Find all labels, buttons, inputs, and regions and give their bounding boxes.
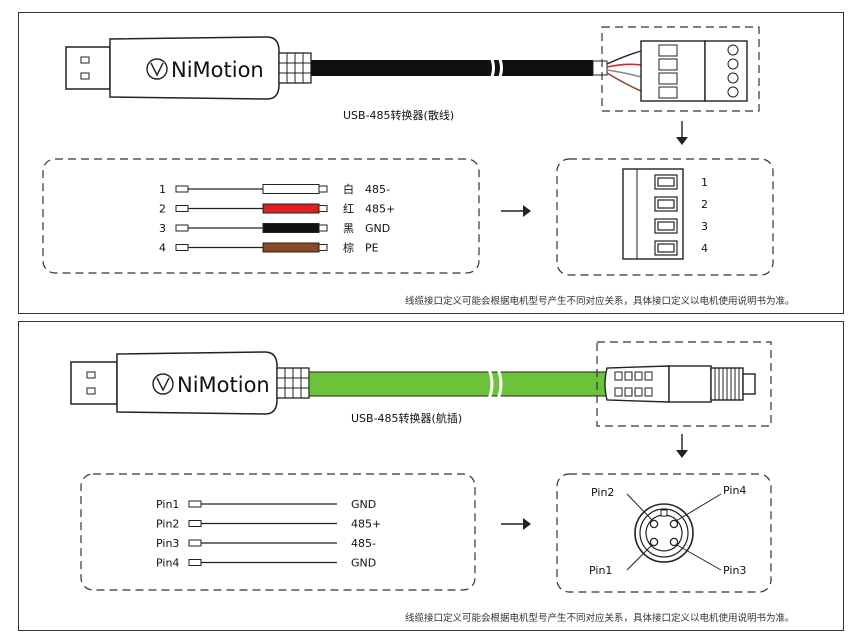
wire-number: 4 bbox=[159, 242, 166, 255]
wire-number: 3 bbox=[159, 222, 166, 235]
pin-signal: 485- bbox=[351, 537, 376, 550]
wire-tip-icon bbox=[318, 205, 328, 212]
wire-signal: 485- bbox=[365, 183, 390, 196]
right-arrow-icon bbox=[501, 205, 531, 217]
pin-name: Pin4 bbox=[156, 557, 179, 570]
pin-list-box bbox=[80, 473, 476, 591]
wire-sleeve bbox=[262, 223, 320, 233]
pin-signal: GND bbox=[351, 498, 376, 511]
terminal-block bbox=[640, 40, 748, 102]
pin1-label: Pin1 bbox=[589, 564, 612, 577]
nimotion-logo-icon bbox=[146, 58, 168, 80]
wire-tip-icon bbox=[318, 224, 328, 232]
terminal-number: 4 bbox=[701, 242, 708, 255]
pin-icon bbox=[188, 520, 202, 527]
pin-signal: GND bbox=[351, 557, 376, 570]
top-note: 线缆接口定义可能会根据电机型号产生不同对应关系，具体接口定义以电机使用说明书为准… bbox=[405, 295, 795, 307]
down-arrow-icon bbox=[676, 121, 688, 145]
wire-tip-icon bbox=[318, 185, 328, 193]
bottom-caption: USB-485转换器(航插) bbox=[351, 411, 462, 425]
wire-signal: GND bbox=[365, 222, 390, 235]
pin-name: Pin1 bbox=[156, 498, 179, 511]
usb-converter-body bbox=[116, 351, 278, 415]
top-caption: USB-485转换器(散线) bbox=[343, 108, 454, 122]
pin-signal: 485+ bbox=[351, 518, 381, 531]
wire-color-name: 黑 bbox=[343, 222, 354, 235]
pin-icon bbox=[188, 559, 202, 566]
aviation-plug bbox=[604, 365, 756, 403]
wire-pin-icon bbox=[175, 244, 189, 251]
wire-color-name: 棕 bbox=[343, 241, 354, 255]
wire-tip-icon bbox=[318, 244, 328, 251]
terminal-number: 3 bbox=[701, 220, 708, 233]
wire-pin-icon bbox=[175, 205, 189, 212]
terminal-numbers: 1 2 3 4 bbox=[701, 176, 708, 255]
wire-sleeve bbox=[262, 184, 320, 194]
wire-pin-icon bbox=[175, 224, 189, 232]
pin-row: Pin1 GND bbox=[156, 498, 376, 511]
wire-row: 2 红 485+ bbox=[159, 203, 395, 216]
bottom-note: 线缆接口定义可能会根据电机型号产生不同对应关系，具体接口定义以电机使用说明书为准… bbox=[405, 612, 795, 624]
pin2-label: Pin2 bbox=[591, 486, 614, 499]
pin-name: Pin3 bbox=[156, 537, 179, 550]
wire-list-box bbox=[42, 158, 480, 274]
pin-icon bbox=[188, 500, 202, 508]
logo-text: NiMotion bbox=[171, 58, 264, 82]
wire-sleeve bbox=[262, 242, 320, 253]
pin4-label: Pin4 bbox=[723, 484, 746, 497]
logo-text: NiMotion bbox=[177, 373, 270, 397]
connector-face-box bbox=[556, 473, 772, 593]
pin3-label: Pin3 bbox=[723, 564, 746, 577]
green-cable bbox=[308, 371, 608, 397]
terminal-detail-box bbox=[556, 158, 774, 276]
usb-converter-body bbox=[109, 36, 280, 100]
usb-plug bbox=[65, 46, 111, 90]
pin-icon bbox=[188, 539, 202, 547]
terminal-number: 1 bbox=[701, 176, 708, 189]
wire-rows: 1 白 485- 2 红 485+ 3 黑 GND 4 棕 PE bbox=[159, 182, 395, 255]
pin-row: Pin2 485+ bbox=[156, 518, 381, 531]
terminal-number: 2 bbox=[701, 198, 708, 211]
right-arrow-icon bbox=[501, 518, 531, 530]
pin-name: Pin2 bbox=[156, 518, 179, 531]
wire-number: 2 bbox=[159, 203, 166, 216]
wire-color-name: 红 bbox=[343, 203, 354, 216]
wire-row: 4 棕 PE bbox=[159, 241, 379, 255]
pin-row: Pin4 GND bbox=[156, 557, 376, 570]
nimotion-logo-icon bbox=[152, 373, 174, 395]
wire-row: 1 白 485- bbox=[159, 182, 390, 196]
wire-signal: PE bbox=[365, 242, 379, 255]
terminal-detail bbox=[622, 168, 684, 260]
wire-number: 1 bbox=[159, 183, 166, 196]
wire-pin-icon bbox=[175, 185, 189, 193]
connector-face bbox=[626, 493, 722, 571]
wire-row: 3 黑 GND bbox=[159, 222, 390, 235]
wire-color-name: 白 bbox=[343, 182, 354, 196]
black-cable bbox=[311, 60, 593, 76]
usb-plug bbox=[70, 361, 118, 405]
strain-relief bbox=[276, 367, 310, 399]
down-arrow-icon bbox=[676, 434, 688, 458]
strain-relief bbox=[278, 52, 312, 84]
pin-row: Pin3 485- bbox=[156, 537, 376, 550]
wire-sleeve bbox=[262, 203, 320, 214]
wire-signal: 485+ bbox=[365, 203, 395, 216]
